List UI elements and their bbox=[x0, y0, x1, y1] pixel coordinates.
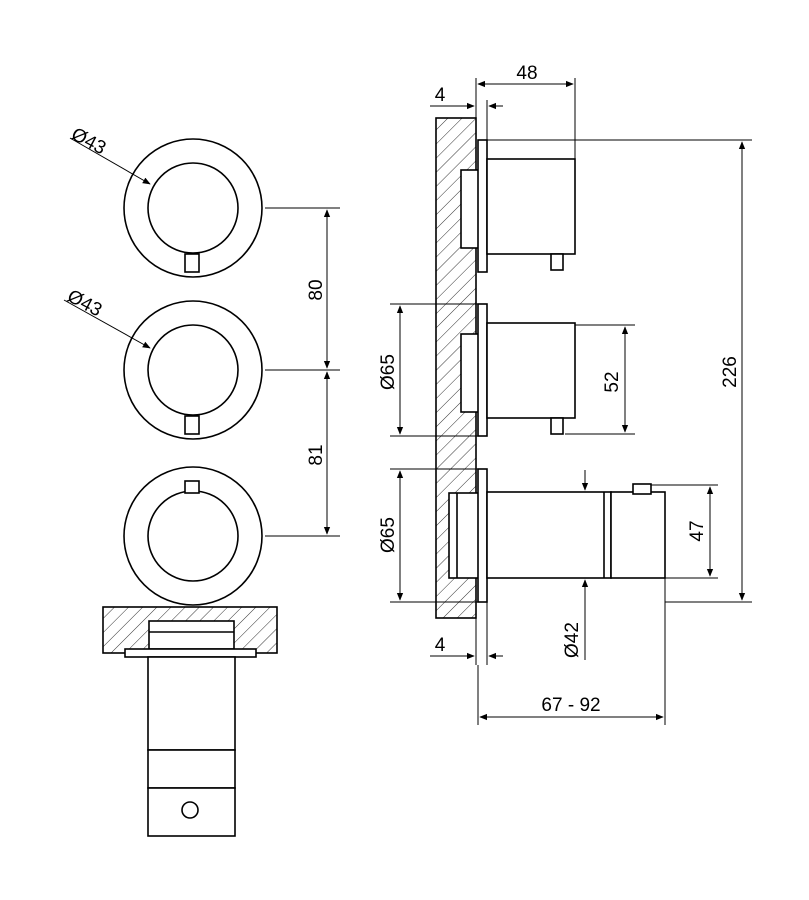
side-knob-bottom bbox=[448, 468, 666, 603]
top-dimensions: 48 4 bbox=[430, 63, 576, 159]
knob-height-dimension: 47 bbox=[651, 484, 718, 579]
projection-dimension: 67 - 92 bbox=[477, 578, 666, 725]
dim-spacing-bottom: 81 bbox=[306, 444, 327, 465]
diameter-leader-top: Ø43 bbox=[68, 124, 151, 185]
knob-diameter-dimension: Ø42 bbox=[562, 470, 589, 660]
dim-depth-top: 48 bbox=[516, 63, 537, 84]
dim-wall-offset-bottom: 4 bbox=[435, 635, 446, 656]
dim-knob-mid-diameter: Ø43 bbox=[64, 286, 106, 321]
side-view: 48 4 226 Ø65 52 bbox=[378, 63, 752, 725]
dim-rosette-mid-diameter: Ø65 bbox=[378, 354, 399, 390]
dim-total-height: 226 bbox=[720, 356, 741, 388]
dim-rosette-bottom-diameter: Ø65 bbox=[378, 517, 399, 553]
body-section-view bbox=[102, 606, 278, 837]
front-view: Ø43 Ø43 80 81 bbox=[64, 124, 340, 837]
front-knob-top bbox=[123, 138, 263, 278]
dim-handle-height: 52 bbox=[602, 371, 623, 392]
bottom-wall-offset-dimension: 4 bbox=[430, 602, 503, 665]
spacing-dimensions: 80 81 bbox=[265, 207, 340, 537]
front-knob-bottom bbox=[123, 466, 263, 606]
rosette-bottom-dimension: Ø65 bbox=[378, 468, 478, 603]
dim-knob-top-diameter: Ø43 bbox=[68, 124, 110, 159]
handle-height-dimension: 52 bbox=[565, 324, 635, 435]
total-height-dimension: 226 bbox=[487, 139, 752, 603]
dim-spacing-top: 80 bbox=[306, 279, 327, 300]
dim-wall-offset-top: 4 bbox=[435, 85, 446, 106]
rosette-mid-dimension: Ø65 bbox=[378, 303, 478, 437]
diameter-leader-middle: Ø43 bbox=[64, 286, 151, 349]
dim-projection-range: 67 - 92 bbox=[541, 695, 600, 716]
side-handle-top bbox=[460, 139, 576, 273]
dim-knob-diameter: Ø42 bbox=[562, 622, 583, 658]
front-knob-middle bbox=[123, 300, 263, 440]
dim-knob-height: 47 bbox=[687, 520, 708, 541]
side-handle-middle bbox=[460, 303, 576, 437]
